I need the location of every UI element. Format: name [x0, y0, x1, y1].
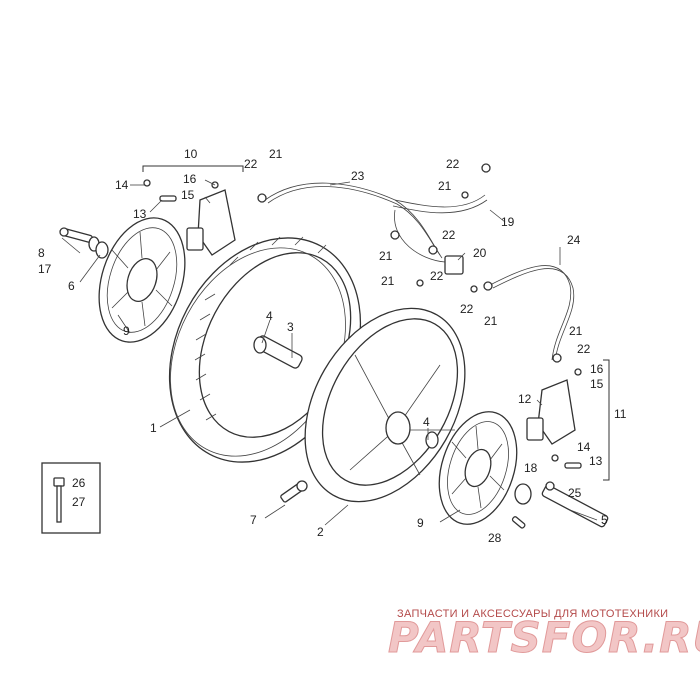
callout-15a: 15 [181, 188, 195, 202]
callout-22d: 22 [430, 269, 444, 283]
callout-22a: 22 [244, 157, 258, 171]
watermark: ЗАПЧАСТИ И АКСЕССУАРЫ ДЛЯ МОТОТЕХНИКИ PA… [388, 608, 700, 663]
callout-25: 25 [568, 486, 582, 500]
callout-22f: 22 [460, 302, 474, 316]
callout-7: 7 [250, 513, 257, 527]
callout-9a: 9 [123, 324, 130, 338]
watermark-tagline: ЗАПЧАСТИ И АКСЕССУАРЫ ДЛЯ МОТОТЕХНИКИ [397, 608, 668, 620]
brake-caliper-right [526, 368, 582, 469]
callout-2: 2 [317, 525, 324, 539]
callout-17: 17 [38, 262, 52, 276]
callout-22b: 22 [446, 157, 460, 171]
callout-24: 24 [567, 233, 581, 247]
callout-21b: 21 [438, 179, 452, 193]
callout-21c: 21 [379, 249, 393, 263]
callout-8: 8 [38, 246, 45, 260]
callout-16b: 16 [590, 362, 604, 376]
callout-20: 20 [473, 246, 487, 260]
group-brackets [142, 165, 610, 481]
callout-22e: 22 [577, 342, 591, 356]
callout-9b: 9 [417, 516, 424, 530]
small-parts [511, 481, 555, 529]
callout-18: 18 [524, 461, 538, 475]
leader-lines [61, 179, 598, 526]
callout-14b: 14 [577, 440, 591, 454]
callout-13a: 13 [133, 207, 147, 221]
callout-15b: 15 [590, 377, 604, 391]
callout-19: 19 [501, 215, 515, 229]
callout-23: 23 [351, 169, 365, 183]
callout-13b: 13 [589, 454, 603, 468]
callout-3: 3 [287, 320, 294, 334]
inset-bolt-box [41, 462, 101, 534]
callout-1: 1 [150, 421, 157, 435]
watermark-logo: PARTSFOR.RU [388, 613, 700, 662]
callout-6: 6 [68, 279, 75, 293]
callout-28: 28 [488, 531, 502, 545]
callout-11: 11 [614, 407, 627, 421]
callout-21f: 21 [569, 324, 583, 338]
callout-labels: 1 2 3 4 4 5 6 7 8 9 9 10 11 12 13 13 14 … [38, 147, 627, 545]
callout-4b: 4 [423, 415, 430, 429]
callout-21d: 21 [381, 274, 395, 288]
brake-hoses [257, 163, 575, 363]
front-axle [253, 335, 439, 449]
brake-disc-left [98, 217, 186, 343]
callout-5: 5 [601, 513, 608, 527]
callout-26: 26 [72, 476, 86, 490]
callout-21a: 21 [269, 147, 283, 161]
brake-caliper-left [143, 179, 236, 256]
callout-22c: 22 [442, 228, 456, 242]
brake-disc-right [438, 411, 518, 525]
disc-bolt-left [59, 227, 109, 259]
callout-16a: 16 [183, 172, 197, 186]
wheel-rim [304, 307, 466, 503]
callout-21e: 21 [484, 314, 498, 328]
axle-pin [514, 483, 609, 528]
callout-10: 10 [184, 147, 198, 161]
callout-12: 12 [518, 392, 532, 406]
callout-4a: 4 [266, 309, 273, 323]
callout-27: 27 [72, 495, 86, 509]
callout-14a: 14 [115, 178, 129, 192]
bolt-7 [280, 480, 308, 503]
